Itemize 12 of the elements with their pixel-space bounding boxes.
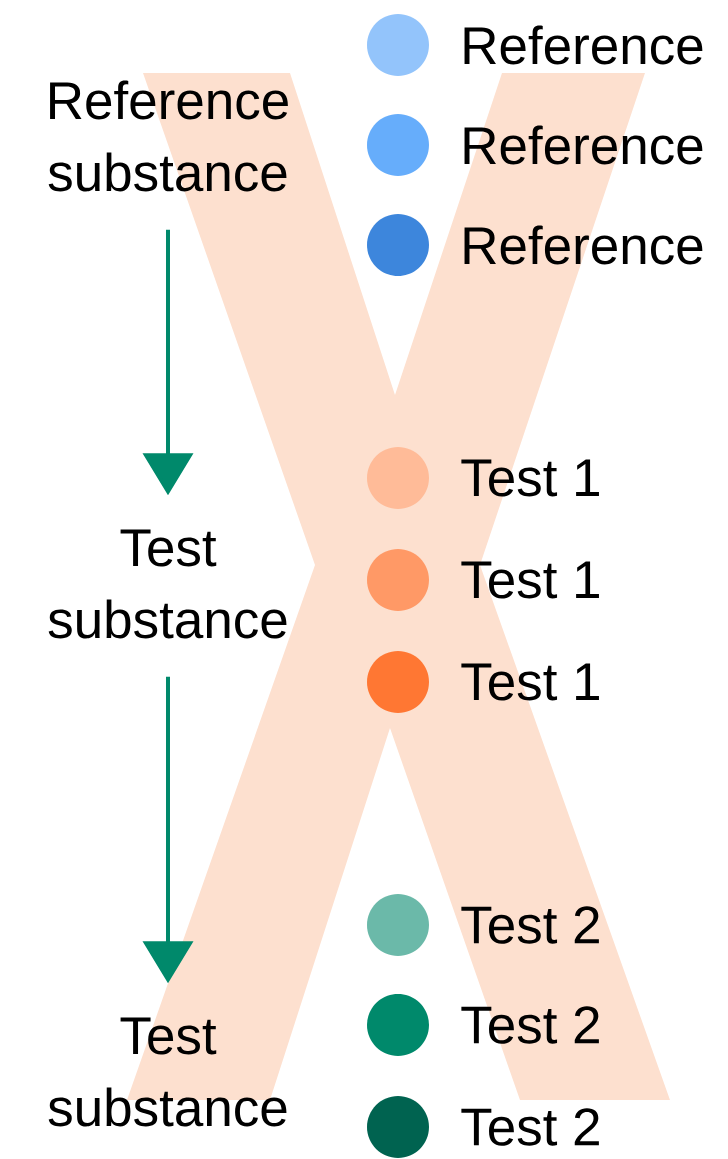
legend-label: Reference	[464, 225, 703, 265]
legend-label: Reference	[464, 25, 703, 65]
stage-label: Test substance	[48, 1017, 287, 1127]
legend-label: Test 1	[461, 561, 599, 599]
legend-label: Test 1	[461, 663, 599, 701]
legend-label: Test 2	[461, 1006, 599, 1044]
legend-label: Test 2	[461, 1108, 599, 1146]
stage-label: Test substance	[48, 529, 287, 639]
legend-label: Test 2	[461, 906, 599, 944]
stage-label: Reference substance	[48, 80, 288, 192]
legend-label: Reference	[464, 125, 703, 165]
legend-label: Test 1	[461, 459, 599, 497]
